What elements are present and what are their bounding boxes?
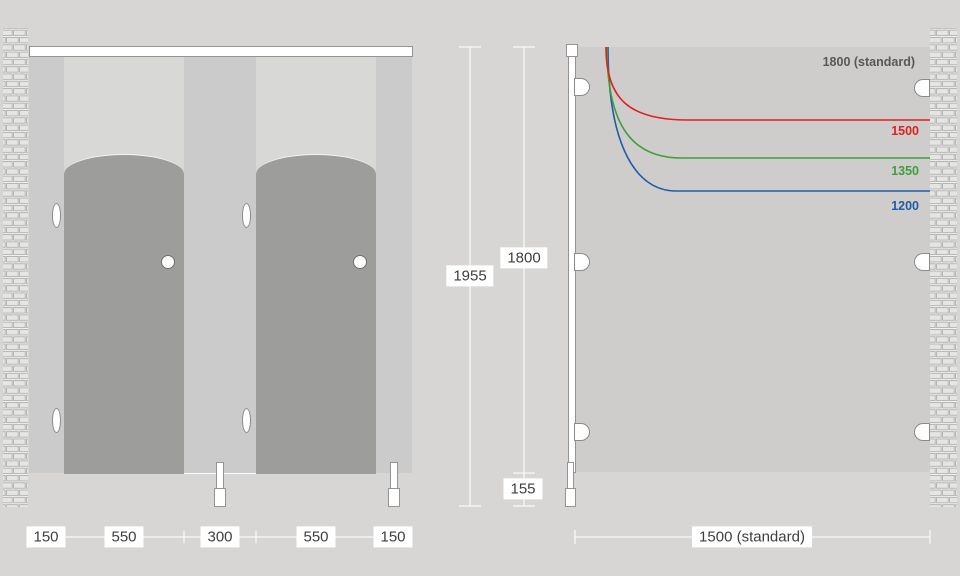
hinge-icon xyxy=(242,203,251,228)
right-brick-wall xyxy=(930,28,957,507)
headrail-end-cap xyxy=(566,44,578,57)
wall-bracket-icon xyxy=(914,253,930,271)
width-dim-label: 550 xyxy=(296,526,336,548)
pedestal-leg xyxy=(216,462,224,489)
headrail xyxy=(29,46,413,57)
width-dim-label: 150 xyxy=(373,526,413,548)
height-option-label-1200: 1200 xyxy=(891,199,919,213)
cubicle-door-right xyxy=(256,154,376,474)
panel-height-label: 1800 xyxy=(500,247,548,269)
pedestal-leg xyxy=(390,462,398,489)
front-right-pilaster xyxy=(376,57,412,473)
door-knob-icon xyxy=(161,255,175,269)
hinge-icon xyxy=(242,408,251,433)
door-knob-icon xyxy=(353,255,367,269)
front-left-pilaster xyxy=(29,57,64,473)
left-brick-wall xyxy=(3,28,28,507)
panel-bracket-icon xyxy=(574,423,590,441)
width-dim-label: 300 xyxy=(200,526,240,548)
wall-bracket-icon xyxy=(914,423,930,441)
panel-bracket-icon xyxy=(574,253,590,271)
depth-dim-label: 1500 (standard) xyxy=(692,526,812,548)
wall-bracket-icon xyxy=(914,79,930,97)
hinge-icon xyxy=(52,408,61,433)
side-panel-silhouette xyxy=(576,47,930,472)
pedestal-foot xyxy=(214,488,226,507)
panel-bracket-icon xyxy=(574,78,590,96)
panel-height-dim-line xyxy=(513,46,535,507)
floor-clearance-label: 155 xyxy=(503,478,543,500)
pedestal-foot xyxy=(388,488,400,507)
height-option-label-1500: 1500 xyxy=(891,124,919,138)
cubicle-door-left xyxy=(64,154,184,474)
height-option-label-1350: 1350 xyxy=(891,164,919,178)
pedestal-foot xyxy=(565,488,576,507)
width-dim-label: 150 xyxy=(26,526,66,548)
width-dim-label: 550 xyxy=(104,526,144,548)
pedestal-leg xyxy=(567,462,574,489)
front-middle-pilaster xyxy=(184,57,256,473)
hinge-icon xyxy=(52,203,61,228)
overall-height-label: 1955 xyxy=(446,265,494,287)
height-option-label-1800: 1800 (standard) xyxy=(822,55,915,69)
